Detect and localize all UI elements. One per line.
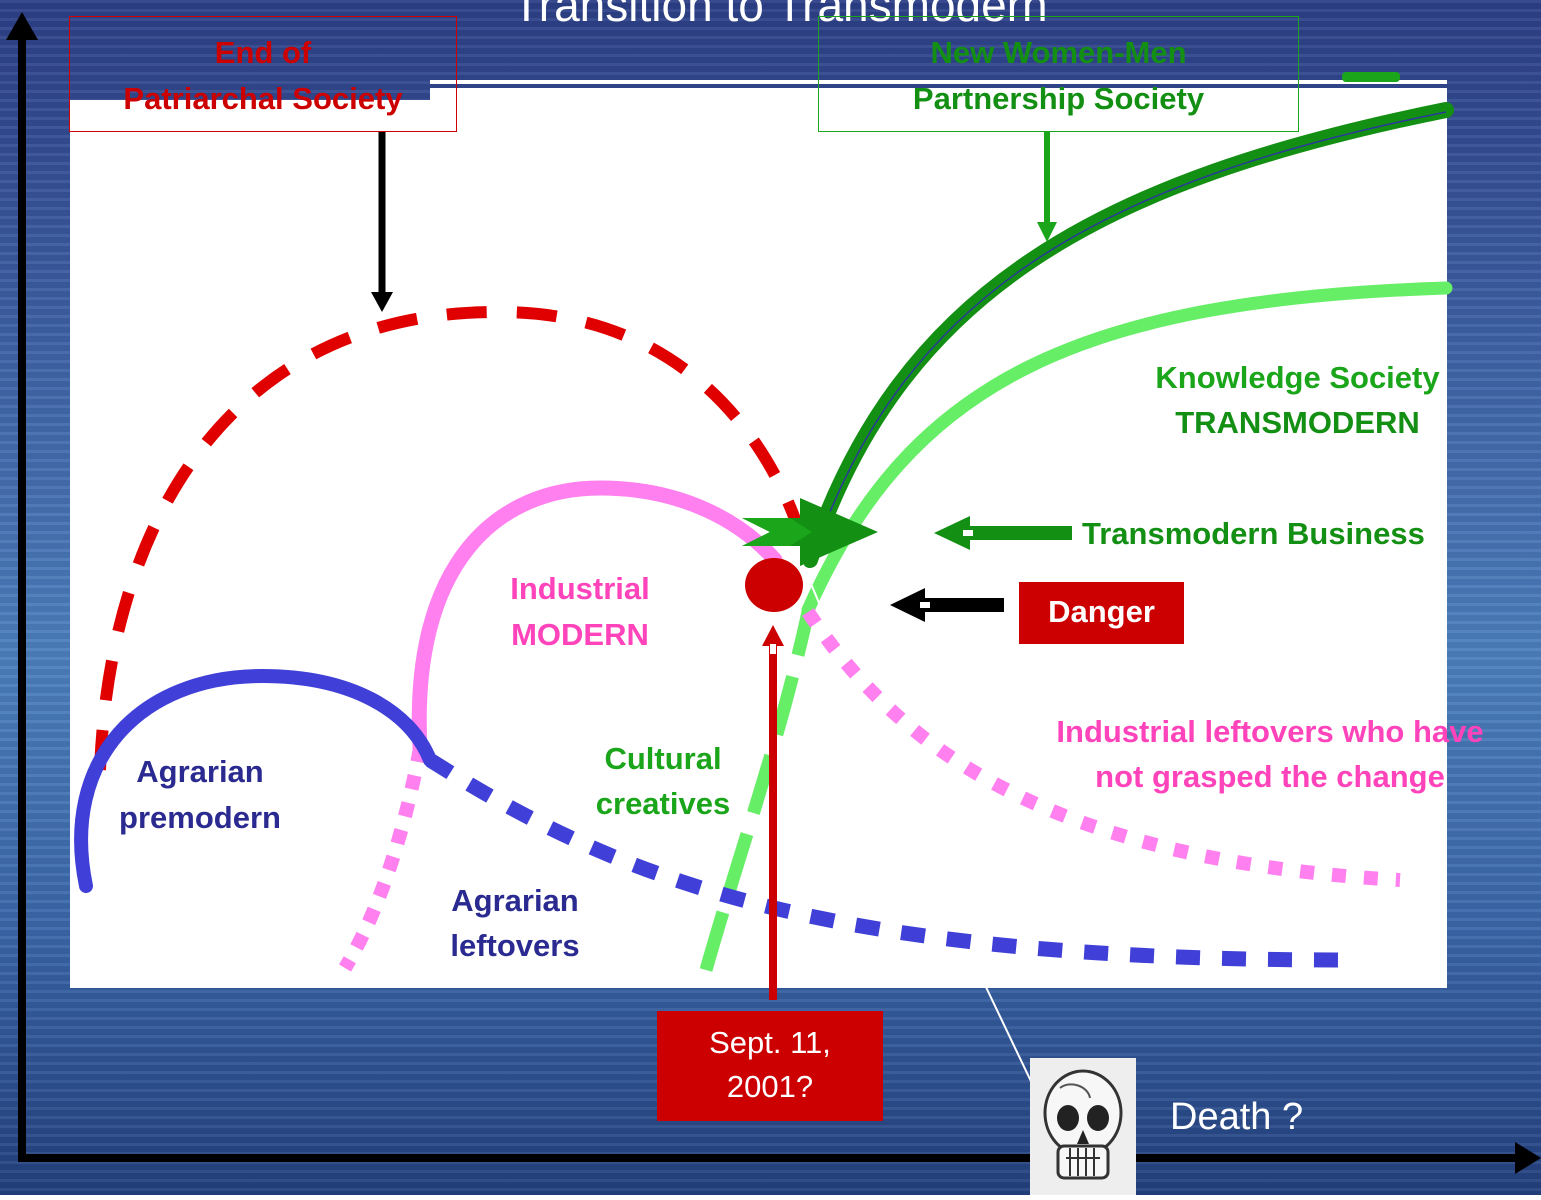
industrial-modern-label-2: MODERN [511,617,649,652]
industrial-leftovers-label-1: Industrial leftovers who have [1056,714,1484,749]
patriarchal-arrow-head [371,292,393,312]
danger-arrow-head [890,588,925,622]
business-arrow-shaft [962,526,1072,540]
industrial-leftovers-label-2: not grasped the change [1095,759,1445,794]
agrarian-premodern-label-2: premodern [119,800,281,835]
knowledge-society-curve [801,281,1453,617]
death-label: Death ? [1170,1096,1304,1138]
business-arrow-head [934,516,970,550]
y-axis-arrow [6,12,38,40]
title-band [430,88,1447,100]
title-underline [430,80,1447,84]
cultural-creatives-label-1: Cultural [604,741,722,776]
patriarchal-society-curve [94,305,814,771]
end-patriarchal-label-1: End of [214,35,312,70]
agrarian-leftovers-curve [425,753,1346,968]
industrial-modern-label-1: Industrial [510,571,650,606]
x-axis-arrow [1515,1142,1541,1174]
partnership-arrow-head [1037,222,1057,242]
cultural-creatives-label-2: creatives [595,786,731,821]
end-patriarchal-box [69,16,457,132]
transmodern-business-label: Transmodern Business [1082,516,1425,551]
danger-arrow-shaft [918,598,1004,612]
partnership-label-1: New Women-Men [930,35,1187,70]
industrial-leftovers-curve [802,608,1401,887]
partnership-label-2: Partnership Society [912,81,1205,116]
partnership-society-curve [802,102,1454,568]
industrial-modern-curve [411,480,783,756]
knowledge-label-1: Knowledge Society [1155,360,1440,395]
danger-dot [745,558,803,612]
partnership-box [818,16,1299,132]
danger-label: Danger [1048,594,1155,629]
sept11-label-2: 2001? [726,1069,814,1104]
agrarian-leftovers-label-2: leftovers [450,928,580,963]
agrarian-premodern-curve [74,668,437,893]
danger-badge [1019,582,1184,644]
knowledge-label-2: TRANSMODERN [1175,405,1420,440]
green-tab [1342,72,1400,82]
end-patriarchal-label-2: Patriarchal Society [123,81,403,116]
sept11-arrow-head [762,625,784,646]
agrarian-leftovers-label-1: Agrarian [451,883,579,918]
skull-icon [1030,1058,1136,1195]
green-transition-arrow-back [742,518,812,546]
sept11-box [657,1011,883,1121]
sept11-label-1: Sept. 11, [709,1025,831,1060]
cultural-creatives-curve [699,610,815,972]
page-title: Transition to Transmodern [512,0,1048,31]
death-pointer-line [984,984,1039,1097]
agrarian-premodern-label-1: Agrarian [136,754,264,789]
pink-dotted-downward [339,746,427,972]
